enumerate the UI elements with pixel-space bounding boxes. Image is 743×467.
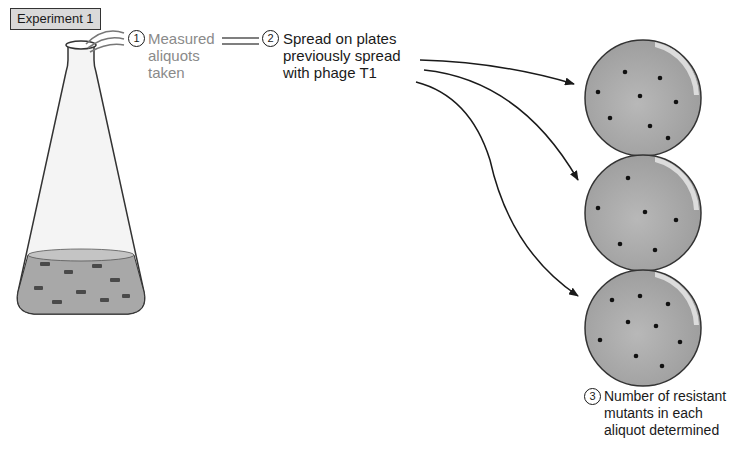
step-label: Measured aliquots taken [148,30,220,81]
step-label: Spread on plates previously spread with … [283,30,413,81]
aliquot-lines [86,31,124,52]
petri-plates [585,40,701,386]
step-label: Number of resistant mutants in each aliq… [604,388,734,439]
experiment-title: Experiment 1 [10,8,101,30]
callout-number: 2 [262,30,279,47]
callout-number: 1 [128,30,145,47]
flask [17,41,144,314]
plate-arrows [416,60,578,296]
callout-number: 3 [584,388,601,405]
connector-lines [222,38,259,44]
